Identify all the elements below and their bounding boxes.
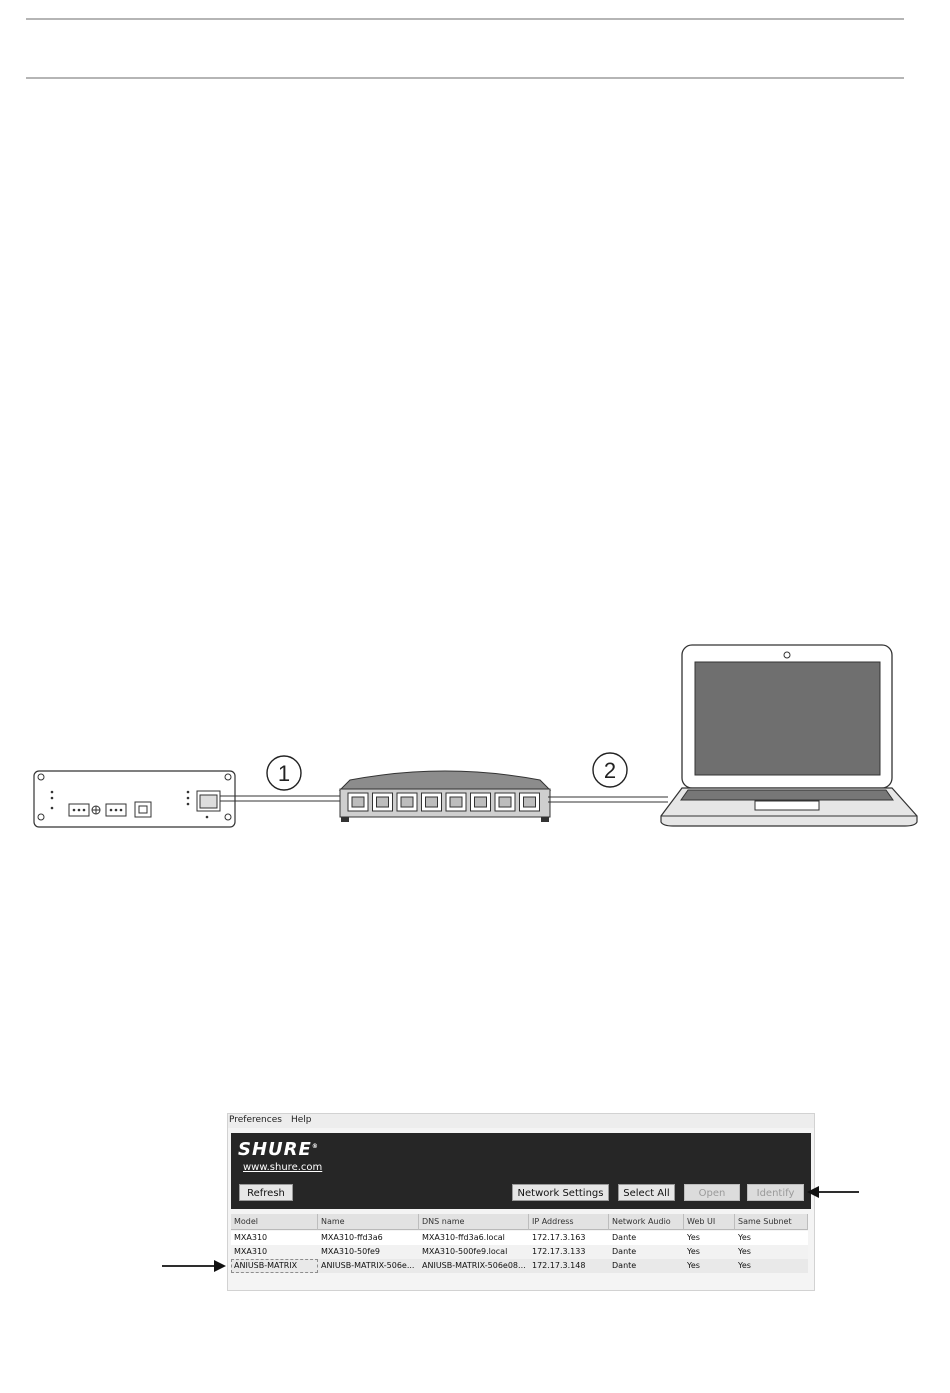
table-row[interactable] <box>231 1245 808 1259</box>
cell-model: MXA310 <box>234 1233 268 1242</box>
cell-network-audio: Dante <box>612 1247 637 1256</box>
switch-port-socket <box>376 796 389 808</box>
switch-port-socket <box>474 796 487 808</box>
shure-logo: SHURE® <box>238 1139 319 1160</box>
cell-dns-name: ANIUSB-MATRIX-506e08... <box>422 1261 526 1270</box>
switch-port-socket <box>498 796 512 808</box>
column-header-same-subnet[interactable]: Same Subnet <box>735 1214 808 1230</box>
cell-dns-name: MXA310-500fe9.local <box>422 1247 508 1256</box>
identify-pointer-arrow <box>807 1186 859 1198</box>
table-row[interactable] <box>231 1231 808 1245</box>
column-header-web-ui[interactable]: Web UI <box>684 1214 735 1230</box>
switch-port-socket <box>449 796 463 808</box>
top-rule <box>26 18 904 20</box>
cell-web-ui: Yes <box>687 1233 700 1242</box>
column-header-model[interactable]: Model <box>231 1214 318 1230</box>
device-row-pointer-arrow <box>162 1260 226 1272</box>
connection-diagram: 1 2 <box>33 644 918 828</box>
cell-model: ANIUSB-MATRIX <box>231 1259 318 1273</box>
cell-same-subnet: Yes <box>738 1233 751 1242</box>
menu-bar: Preferences Help <box>228 1114 814 1128</box>
aniusb-device <box>33 770 236 828</box>
cell-same-subnet: Yes <box>738 1261 751 1270</box>
identify-button[interactable]: Identify <box>747 1184 804 1201</box>
table-row-selected[interactable] <box>231 1259 808 1273</box>
network-settings-button[interactable]: Network Settings <box>512 1184 609 1201</box>
open-button[interactable]: Open <box>684 1184 740 1201</box>
laptop <box>660 644 918 827</box>
column-header-dns-name[interactable]: DNS name <box>419 1214 529 1230</box>
shure-link[interactable]: www.shure.com <box>243 1162 323 1173</box>
cell-name: MXA310-50fe9 <box>321 1247 381 1256</box>
switch-port-socket <box>425 796 438 808</box>
cell-network-audio: Dante <box>612 1233 637 1242</box>
second-rule <box>26 77 904 79</box>
cell-model: MXA310 <box>234 1247 268 1256</box>
cable-1 <box>220 795 352 802</box>
refresh-button[interactable]: Refresh <box>239 1184 293 1201</box>
cell-ip-address: 172.17.3.133 <box>532 1247 586 1256</box>
switch-port-socket <box>523 796 536 808</box>
menu-preferences[interactable]: Preferences <box>229 1115 282 1125</box>
cell-name: ANIUSB-MATRIX-506e... <box>321 1261 415 1270</box>
callout-1-circle <box>266 755 302 791</box>
cell-same-subnet: Yes <box>738 1247 751 1256</box>
column-header-ip-address[interactable]: IP Address <box>529 1214 609 1230</box>
cell-name: MXA310-ffd3a6 <box>321 1233 383 1242</box>
cell-web-ui: Yes <box>687 1247 700 1256</box>
device-discovery-window: Preferences Help SHURE® www.shure.com Re… <box>227 1113 815 1291</box>
callout-1: 1 <box>278 761 290 786</box>
cable-2 <box>548 796 668 803</box>
column-header-network-audio[interactable]: Network Audio <box>609 1214 684 1230</box>
cell-dns-name: MXA310-ffd3a6.local <box>422 1233 505 1242</box>
cell-ip-address: 172.17.3.148 <box>532 1261 586 1270</box>
callout-2-circle <box>592 752 628 788</box>
menu-help[interactable]: Help <box>291 1115 312 1125</box>
cell-web-ui: Yes <box>687 1261 700 1270</box>
callout-2: 2 <box>604 758 616 783</box>
network-switch <box>338 770 552 822</box>
cell-network-audio: Dante <box>612 1261 637 1270</box>
select-all-button[interactable]: Select All <box>618 1184 675 1201</box>
header-banner: SHURE® www.shure.com Refresh Network Set… <box>231 1133 811 1209</box>
column-header-name[interactable]: Name <box>318 1214 419 1230</box>
switch-port-socket <box>400 796 414 808</box>
cell-ip-address: 172.17.3.163 <box>532 1233 586 1242</box>
switch-port-socket <box>351 796 365 808</box>
